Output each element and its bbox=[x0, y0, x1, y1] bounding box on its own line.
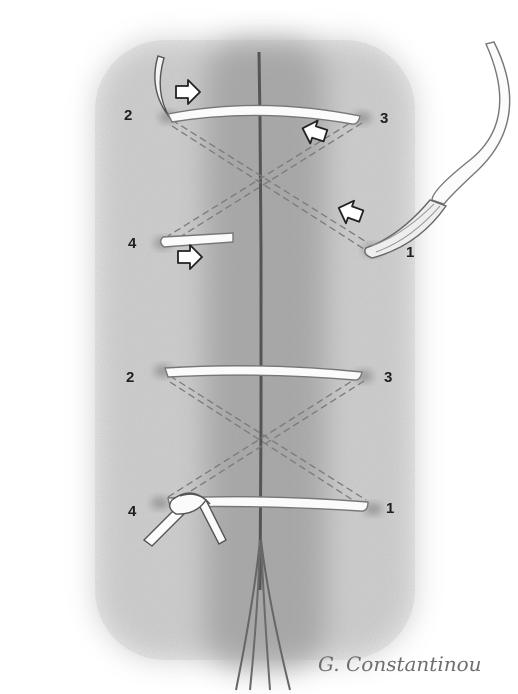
point-label-1-upper: 1 bbox=[406, 244, 414, 261]
point-label-3-lower: 3 bbox=[384, 369, 392, 386]
artist-signature: G. Constantinou bbox=[318, 652, 482, 676]
point-label-2-upper: 2 bbox=[124, 107, 132, 124]
point-label-2-lower: 2 bbox=[126, 369, 134, 386]
point-label-4-lower: 4 bbox=[128, 503, 136, 520]
point-label-4-upper: 4 bbox=[128, 235, 136, 252]
point-label-3-upper: 3 bbox=[380, 110, 388, 127]
point-label-1-lower: 1 bbox=[386, 500, 394, 517]
